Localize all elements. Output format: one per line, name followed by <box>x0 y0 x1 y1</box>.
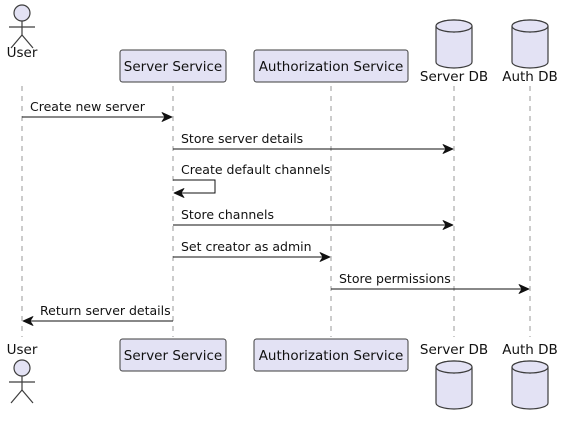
arrow-right-icon <box>442 144 454 154</box>
message-label: Return server details <box>40 303 171 318</box>
actor-left-leg <box>10 34 23 49</box>
participant-server-bottom: Server Service <box>119 338 227 372</box>
message-2: Store server details <box>173 131 454 154</box>
actor-head-icon <box>13 359 31 377</box>
self-message-line <box>173 179 216 194</box>
message-3: Create default channels <box>173 162 330 198</box>
lifelines <box>21 86 531 337</box>
participant-box <box>253 338 409 372</box>
arrow-right-icon <box>442 220 454 230</box>
actor-left-leg <box>10 389 23 404</box>
actor-label: User <box>7 342 38 358</box>
database-label: Auth DB <box>502 342 558 358</box>
arrow-right-icon <box>518 284 530 294</box>
message-label: Create default channels <box>181 162 330 177</box>
participant-label: Authorization Service <box>259 348 404 364</box>
actor-label: User <box>7 45 38 61</box>
actor-user-top: User <box>7 4 38 61</box>
actor-right-leg <box>21 34 34 49</box>
participant-box <box>119 338 227 372</box>
database-serverdb-top: Server DB <box>420 19 488 85</box>
database-rim <box>435 25 473 33</box>
arrow-left-icon <box>22 316 34 326</box>
arrow-left-icon <box>173 188 185 198</box>
participant-server-top: Server Service <box>119 49 227 83</box>
message-label: Store channels <box>181 207 274 222</box>
participant-headers-bottom: User Server Service Authorization Service S… <box>7 338 558 410</box>
arrow-right-icon <box>161 112 173 122</box>
participant-auth-top: Authorization Service <box>253 49 409 83</box>
database-authdb-bottom: Auth DB <box>502 342 558 410</box>
message-7: Return server details <box>22 303 173 326</box>
database-rim <box>511 25 549 33</box>
database-label: Auth DB <box>502 69 558 85</box>
message-label: Set creator as admin <box>181 239 312 254</box>
message-5: Set creator as admin <box>173 239 331 262</box>
message-label: Store permissions <box>339 271 451 286</box>
actor-right-leg <box>21 389 34 404</box>
message-label: Store server details <box>181 131 303 146</box>
database-rim <box>435 366 473 374</box>
actor-head-icon <box>13 4 31 22</box>
database-serverdb-bottom: Server DB <box>420 342 488 410</box>
participant-label: Authorization Service <box>259 59 404 75</box>
participant-box <box>119 49 227 83</box>
message-6: Store permissions <box>331 271 530 294</box>
message-label: Create new server <box>30 99 146 114</box>
database-authdb-top: Auth DB <box>502 19 558 85</box>
message-1: Create new server <box>22 99 173 122</box>
database-label: Server DB <box>420 342 488 358</box>
actor-user-bottom: User <box>7 342 38 404</box>
database-label: Server DB <box>420 69 488 85</box>
participant-label: Server Service <box>124 348 222 364</box>
participant-auth-bottom: Authorization Service <box>253 338 409 372</box>
participant-box <box>253 49 409 83</box>
arrow-right-icon <box>319 252 331 262</box>
message-4: Store channels <box>173 207 454 230</box>
participant-label: Server Service <box>124 59 222 75</box>
database-rim <box>511 366 549 374</box>
